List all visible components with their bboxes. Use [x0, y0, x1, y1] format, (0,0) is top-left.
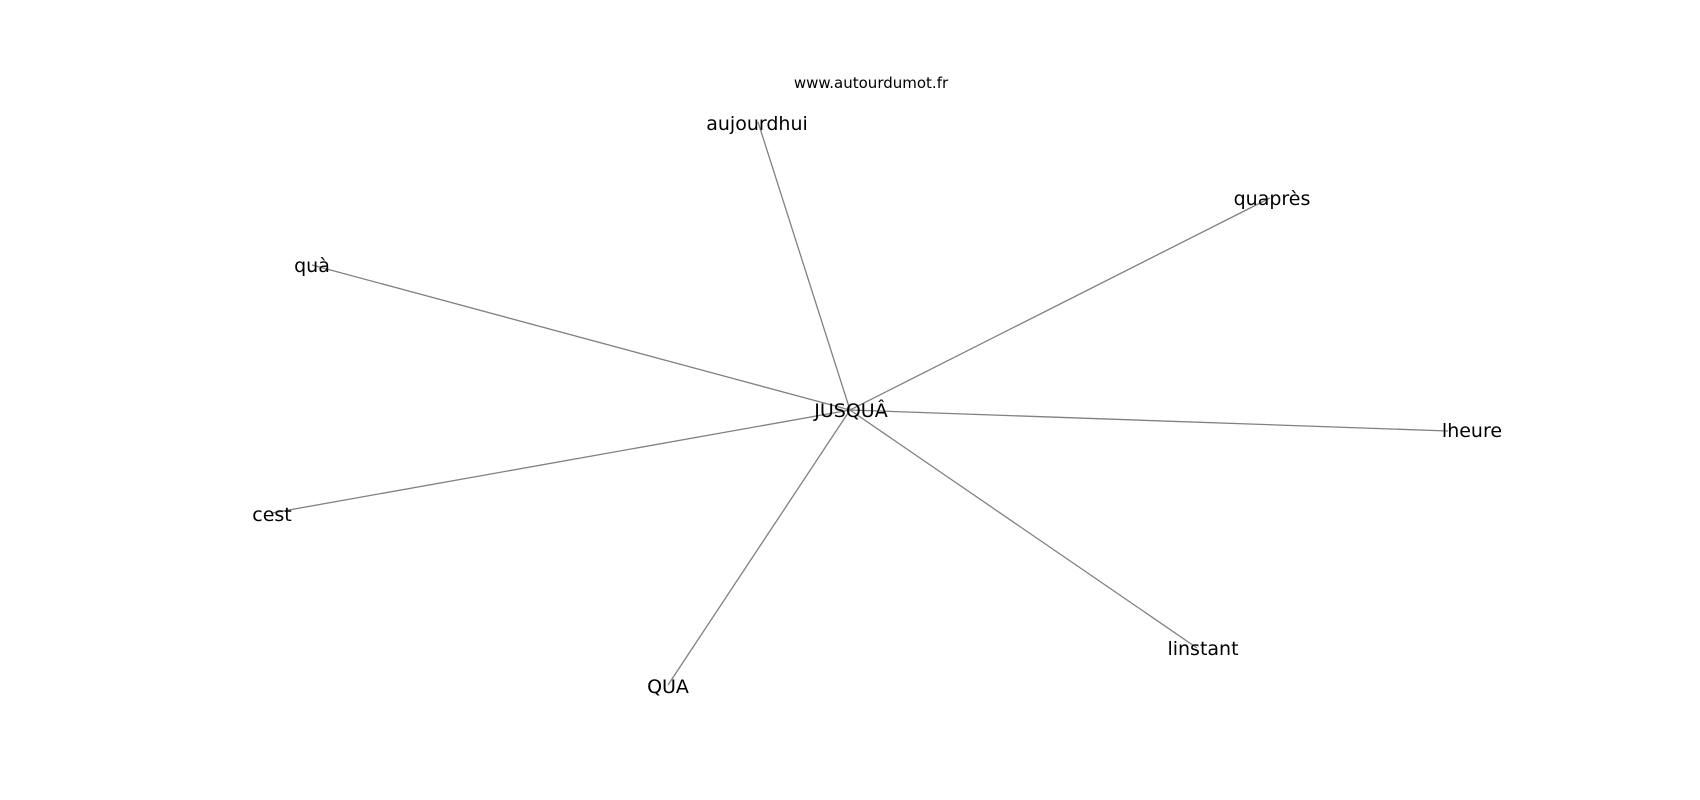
node-aujourdhui: aujourdhui [706, 113, 808, 135]
edge-cest [271, 409, 851, 514]
node-qua-grave: quà [294, 255, 330, 277]
node-quapres: quaprès [1234, 188, 1311, 210]
edge-linstant [849, 409, 1198, 649]
edge-qua-upper [667, 409, 851, 686]
edge-aujourdhui [757, 121, 851, 411]
edge-qua-grave [311, 264, 851, 411]
site-watermark: www.autourdumot.fr [794, 74, 949, 92]
node-center: JUSQUÂ [813, 399, 887, 422]
edge-quapres [849, 197, 1271, 411]
node-qua-upper: QUA [647, 676, 689, 698]
node-cest: cest [252, 504, 291, 526]
graph-labels: www.autourdumot.fr JUSQUÂ aujourdhui qua… [252, 74, 1502, 698]
node-linstant: linstant [1167, 638, 1238, 660]
edge-lheure [849, 409, 1449, 432]
node-lheure: lheure [1442, 420, 1502, 442]
graph-edges [271, 121, 1449, 686]
